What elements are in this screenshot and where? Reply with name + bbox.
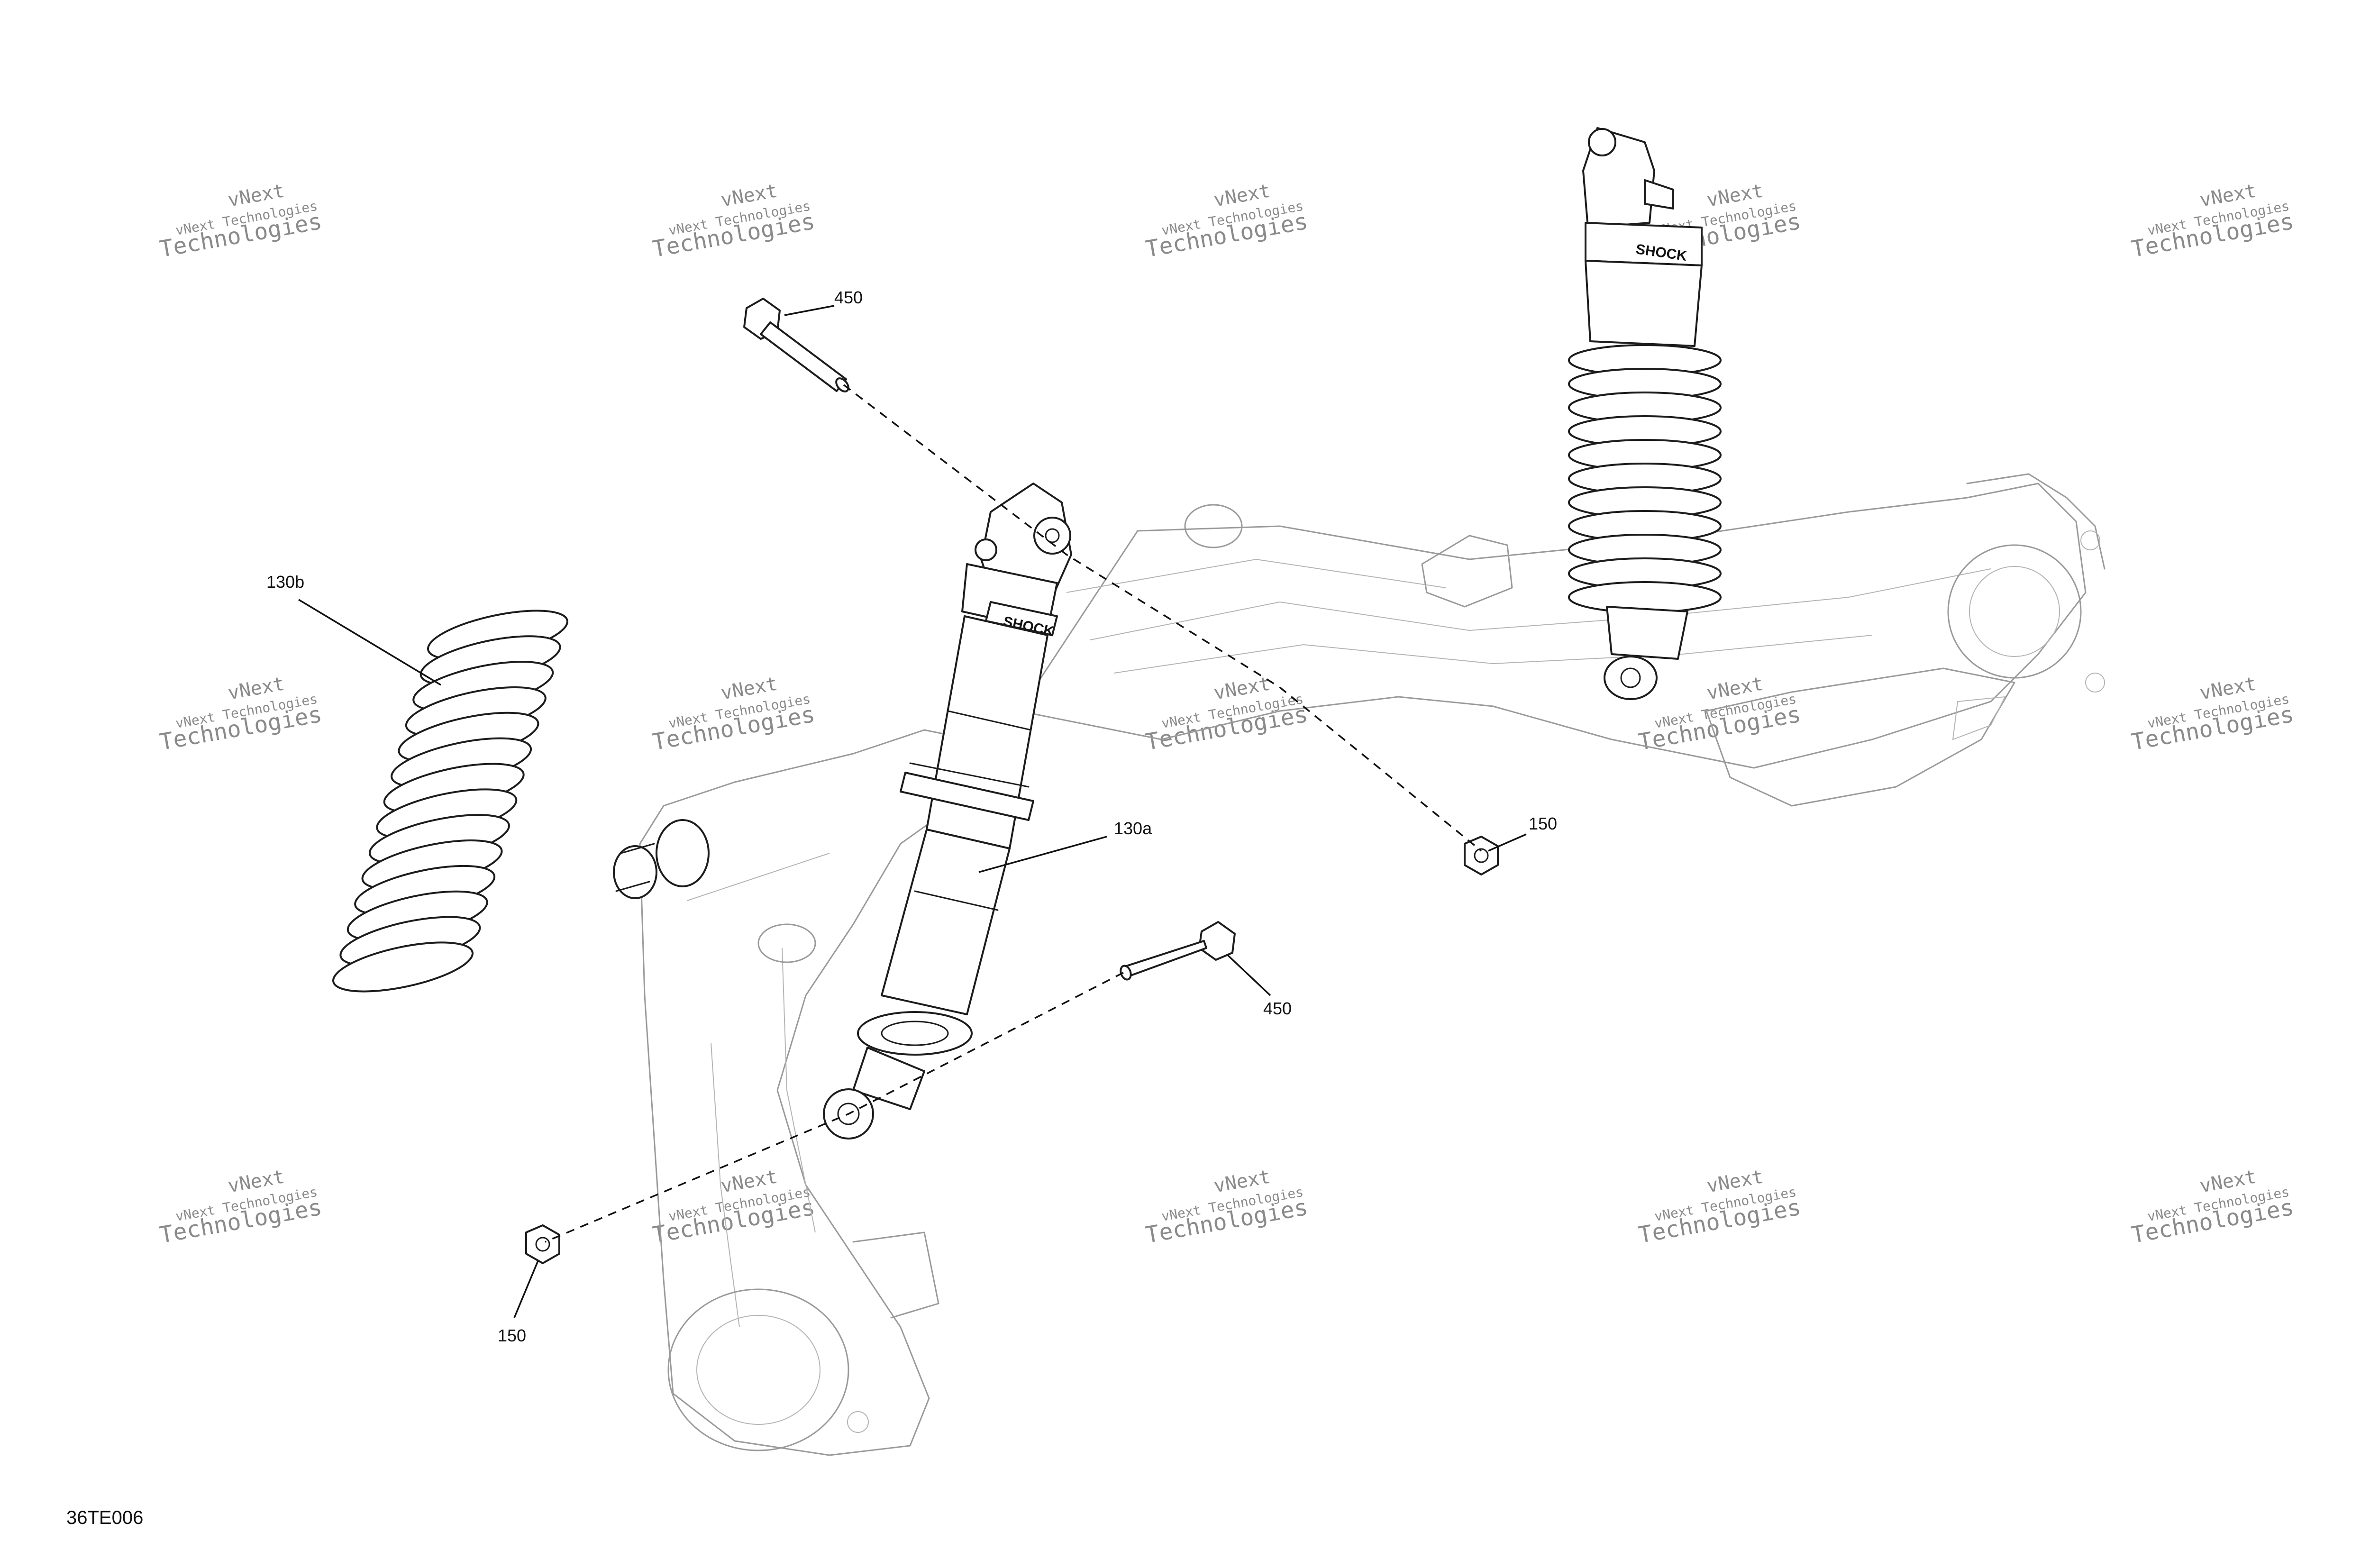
assembly-line-lower xyxy=(545,972,1124,1243)
coil-spring-130b xyxy=(332,610,568,993)
callout-450-upper: 450 xyxy=(834,288,863,307)
assembly-line-upper xyxy=(843,384,1482,852)
leader-150-left xyxy=(513,1260,539,1318)
leader-150-right xyxy=(1488,833,1527,852)
callout-130b: 130b xyxy=(266,572,304,592)
spring-coil xyxy=(332,941,474,993)
callout-150-left: 150 xyxy=(498,1326,526,1345)
bolt-450-lower xyxy=(1120,921,1236,981)
installed-coil-spring xyxy=(1568,344,1722,613)
leader-130b xyxy=(298,599,441,686)
callout-130a: 130a xyxy=(1114,819,1152,838)
shock-absorber-left: SHOCK xyxy=(823,483,1072,1140)
bolt-450-upper xyxy=(743,298,849,392)
leader-450-upper xyxy=(784,305,835,316)
callout-450-lower: 450 xyxy=(1263,999,1292,1018)
shock-absorber-right: SHOCK xyxy=(1568,127,1722,700)
nut-150-left xyxy=(525,1224,560,1264)
figure-code: 36TE006 xyxy=(66,1507,144,1528)
leader-130a xyxy=(978,836,1107,873)
callout-150-right: 150 xyxy=(1529,814,1557,833)
nut-150-right xyxy=(1464,836,1499,875)
leader-450-lower xyxy=(1227,954,1271,996)
installed-spring-coil xyxy=(1568,581,1722,613)
suspension-frame-ghost xyxy=(613,473,2106,1456)
